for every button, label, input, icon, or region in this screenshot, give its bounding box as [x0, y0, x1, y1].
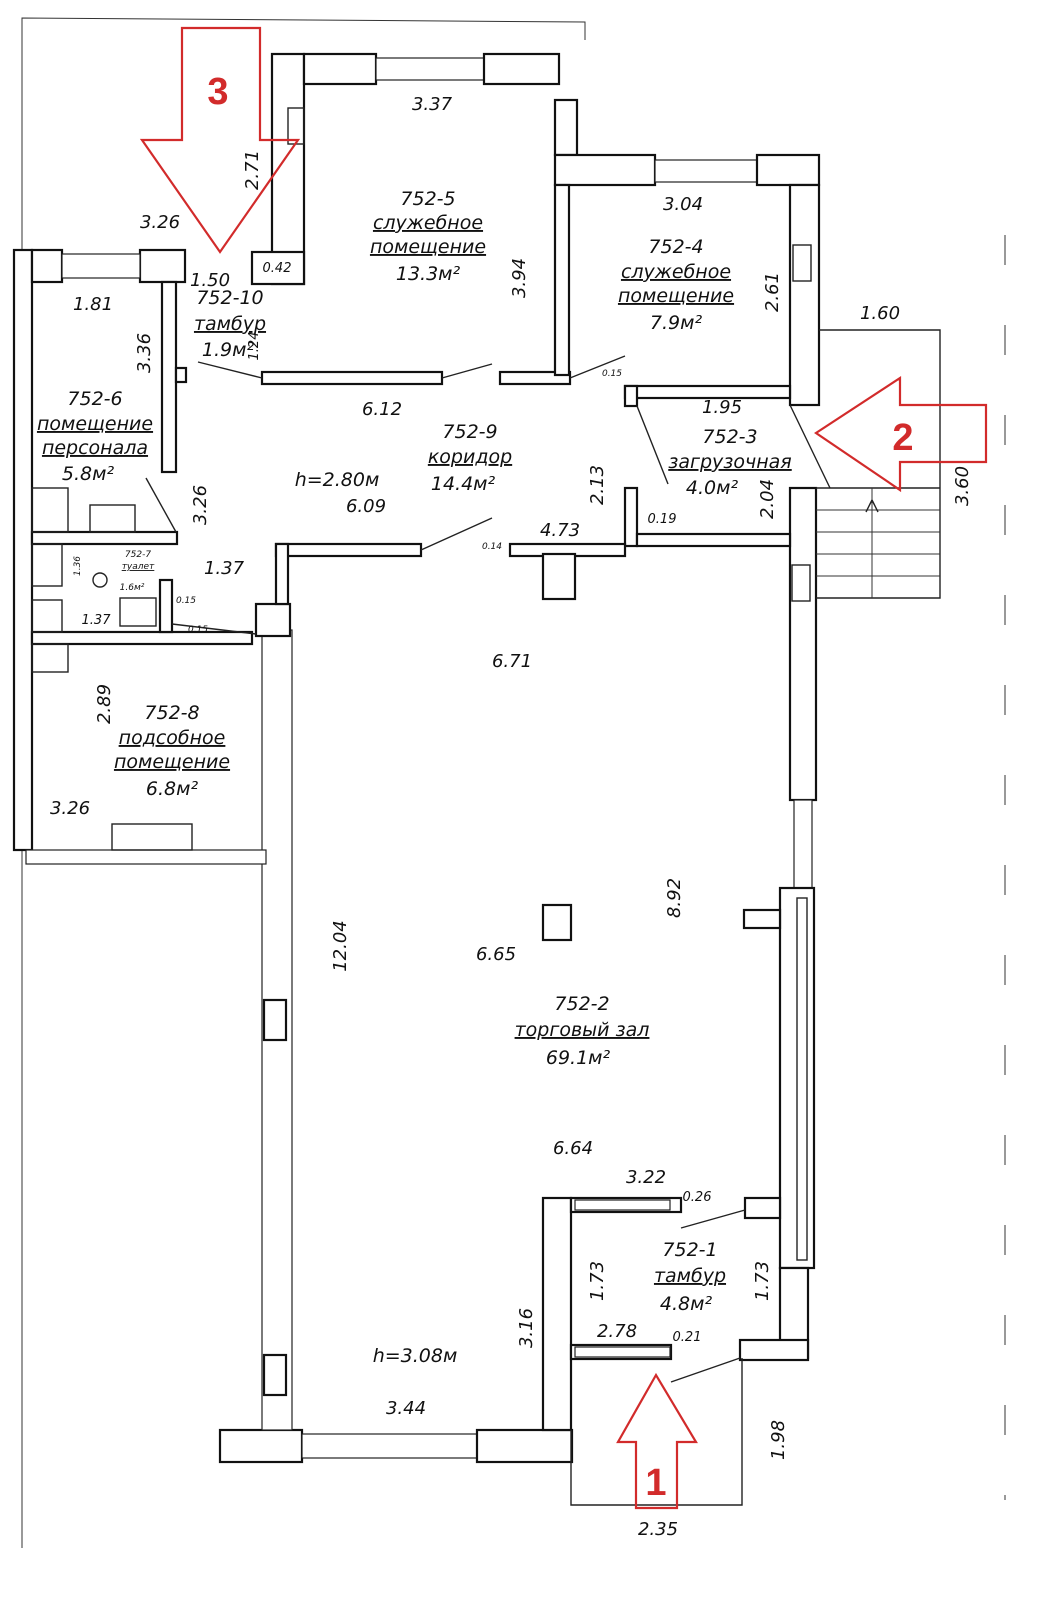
room-area-752-10: 1.9м²	[202, 339, 255, 361]
dim-label: 6.64	[553, 1138, 593, 1159]
dim-label: 3.37	[412, 94, 453, 115]
room-name-752-5-line1: служебное	[373, 212, 483, 234]
room-id-752-3: 752-3	[702, 426, 757, 448]
room-name-752-6-line1: помещение	[37, 413, 153, 435]
room-id-752-8: 752-8	[144, 702, 199, 724]
dim-label: 1.37	[204, 558, 245, 579]
dim-label: 12.04	[330, 920, 351, 972]
dim-label: 3.26	[50, 798, 90, 819]
dim-label: 0.14	[482, 542, 502, 552]
dim-label: 6.12	[362, 399, 402, 420]
height-label-upper: h=2.80м	[295, 469, 380, 491]
room-name-752-5-line2: помещение	[370, 236, 486, 258]
dim-label: 0.21	[673, 1330, 702, 1345]
dim-label: 3.60	[952, 466, 973, 506]
dim-label: 2.78	[597, 1321, 637, 1342]
height-label-lower: h=3.08м	[373, 1345, 458, 1367]
fixtures	[31, 107, 812, 1261]
dim-label: 3.26	[190, 485, 211, 525]
dim-label: 3.22	[626, 1167, 666, 1188]
dim-label: 1.73	[752, 1261, 773, 1301]
dim-label: 3.04	[663, 194, 703, 215]
door-swings	[145, 355, 831, 1383]
dim-label: 1.81	[73, 294, 113, 315]
room-area-752-4: 7.9м²	[650, 312, 703, 334]
svg-text:1: 1	[645, 1462, 666, 1504]
room-id-752-1: 752-1	[662, 1239, 717, 1261]
dim-label: 3.26	[140, 212, 180, 233]
dim-label: 2.35	[638, 1519, 678, 1540]
room-name-752-1: тамбур	[654, 1265, 726, 1287]
dim-label: 6.65	[476, 944, 516, 965]
room-name-752-3: загрузочная	[668, 451, 791, 473]
room-area-752-3: 4.0м²	[686, 477, 739, 499]
room-area-752-6: 5.8м²	[62, 463, 115, 485]
room-name-752-6-line2: персонала	[42, 437, 148, 459]
room-id-752-5: 752-5	[400, 188, 455, 210]
room-labels: 752-5 служебное помещение 13.3м² 752-4 с…	[37, 188, 792, 1367]
stairs	[570, 329, 941, 1506]
dim-label: 1.36	[73, 556, 83, 576]
room-name-752-10: тамбур	[194, 313, 266, 335]
dim-label: 3.16	[516, 1308, 537, 1348]
entrance-arrow-3: 3	[139, 26, 301, 254]
room-name-752-9: коридор	[428, 446, 512, 468]
dim-label: 2.89	[94, 684, 115, 724]
dim-label: 1.73	[587, 1261, 608, 1301]
dim-label: 8.92	[664, 878, 685, 918]
room-id-752-9: 752-9	[442, 421, 497, 443]
room-area-752-5: 13.3м²	[396, 263, 461, 285]
dim-label: 2.13	[587, 465, 608, 505]
dim-label: 3.36	[134, 333, 155, 373]
dim-label: 2.04	[757, 479, 778, 519]
room-name-752-4-line1: служебное	[621, 261, 731, 283]
dim-label: 6.71	[492, 651, 532, 672]
svg-text:3: 3	[207, 71, 228, 113]
room-area-752-7: 1.6м²	[120, 583, 145, 593]
outer-walls	[12, 52, 821, 1464]
dim-label: 3.44	[386, 1398, 426, 1419]
room-id-752-4: 752-4	[648, 236, 703, 258]
room-area-752-1: 4.8м²	[660, 1293, 713, 1315]
dim-label: 0.15	[176, 596, 196, 606]
dim-label: 1.98	[768, 1420, 789, 1460]
entrance-arrow-2: 2	[814, 375, 988, 493]
room-name-752-4-line2: помещение	[618, 285, 734, 307]
room-id-752-2: 752-2	[554, 993, 609, 1015]
dim-label: 0.42	[263, 261, 292, 276]
dim-label: 0.19	[648, 512, 677, 527]
dim-label: 1.37	[82, 613, 112, 628]
dim-label: 0.15	[602, 369, 622, 379]
room-name-752-2: торговый зал	[515, 1019, 650, 1041]
dim-label: 1.50	[190, 270, 230, 291]
room-id-752-7: 752-7	[125, 550, 151, 560]
room-id-752-10: 752-10	[196, 287, 263, 309]
room-name-752-8-line2: помещение	[114, 751, 230, 773]
room-id-752-6: 752-6	[67, 388, 122, 410]
dim-label: 4.73	[540, 520, 580, 541]
dim-label: 2.71	[242, 150, 263, 190]
svg-text:2: 2	[892, 417, 913, 459]
dim-label: 3.94	[509, 258, 530, 298]
dim-label: 1.60	[860, 303, 900, 324]
dim-label: 1.95	[702, 397, 742, 418]
partitions	[30, 183, 792, 1361]
dim-label: 1.24	[247, 332, 262, 361]
room-area-752-9: 14.4м²	[431, 473, 496, 495]
room-name-752-8-line1: подсобное	[119, 727, 226, 749]
dim-label: 0.26	[683, 1190, 712, 1205]
room-area-752-2: 69.1м²	[546, 1047, 611, 1069]
entrance-arrow-1: 1	[616, 1372, 698, 1510]
dim-label: 0.15	[188, 625, 208, 635]
room-area-752-8: 6.8м²	[146, 778, 199, 800]
dim-label: 2.61	[762, 272, 783, 312]
dimension-labels: 3.37 2.71 3.26 0.42 1.50 3.94 3.04 2.61 …	[50, 94, 973, 1540]
room-name-752-7: туалет	[122, 562, 155, 572]
dim-label: 6.09	[346, 496, 386, 517]
